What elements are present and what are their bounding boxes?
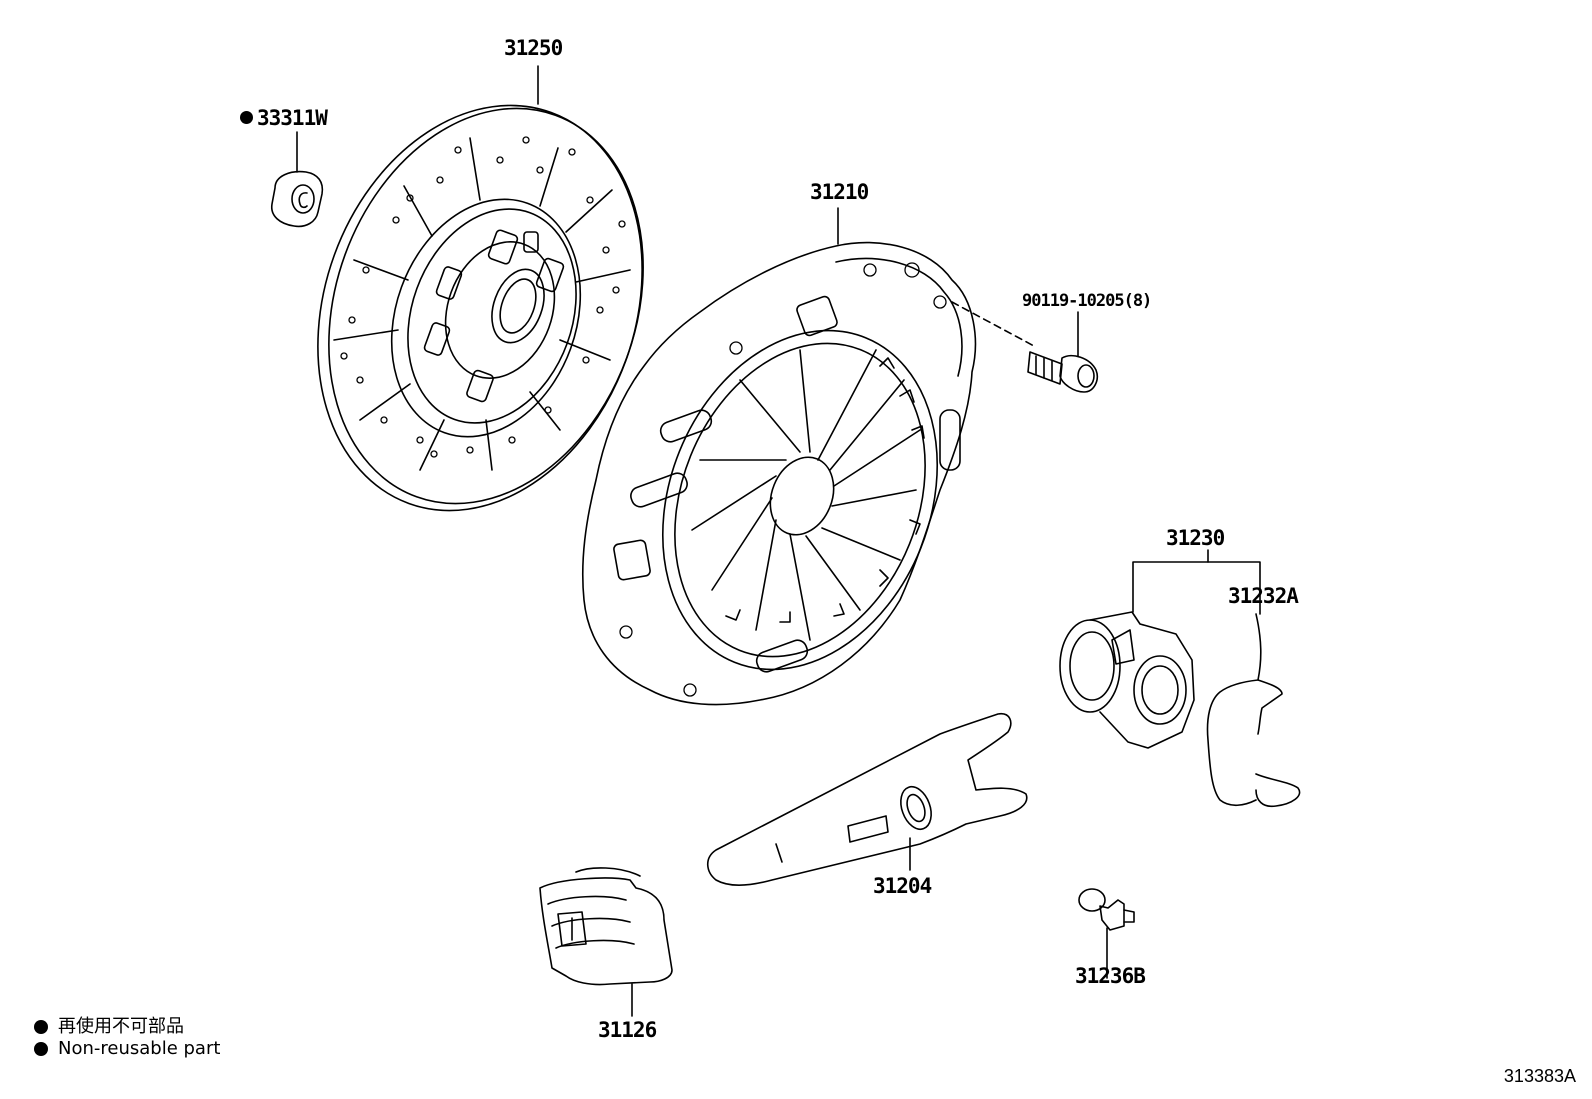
part-number-31126: 31126 [598,1018,657,1042]
release-bearing-drawing [1060,550,1260,748]
legend-japanese-text: 再使用不可部品 [58,1016,184,1037]
part-number-31204: 31204 [873,874,932,898]
legend-dot-icon [34,1042,48,1056]
part-number-31230: 31230 [1166,526,1225,550]
part-number-31232a: 31232A [1228,584,1299,608]
part-number-31236b: 31236B [1075,964,1146,988]
diagram-reference-number: 313383A [1503,1066,1576,1086]
retainer-clip-drawing [1208,614,1300,806]
legend-english: Non-reusable part [34,1038,220,1059]
clutch-cover-drawing [583,208,986,711]
legend-dot-icon [34,1020,48,1034]
release-fork-drawing [708,714,1027,886]
part-number-31250: 31250 [504,36,563,60]
part-number-90119-10205: 90119-10205(8) [1022,291,1152,311]
fork-boot-drawing [540,868,672,1016]
clutch-disc-drawing [263,60,697,557]
cover-bolt-drawing [952,302,1097,392]
non-reusable-dot-icon [240,111,253,124]
legend-japanese: 再使用不可部品 [34,1012,184,1038]
part-number-31210: 31210 [810,180,869,204]
pilot-bearing-drawing [272,132,323,226]
part-number-33311w-text: 33311W [257,106,328,130]
fork-support-drawing [1079,889,1134,978]
legend-english-text: Non-reusable part [58,1038,221,1059]
part-number-33311w: 33311W [240,106,328,130]
